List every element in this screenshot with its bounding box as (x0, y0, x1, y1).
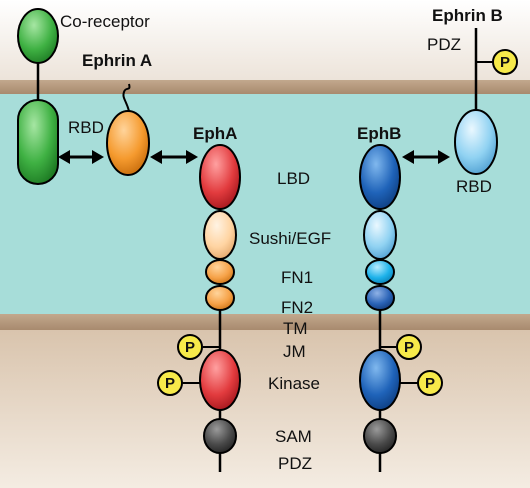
phospho-ephb-kinase: P (417, 370, 443, 396)
ephrin-b-label: Ephrin B (432, 6, 503, 25)
epha-label: EphA (193, 124, 237, 143)
epha-sam (203, 418, 237, 454)
ephrin-a (106, 83, 150, 176)
rbd-left-label: RBD (68, 118, 104, 137)
domain-label-sushi-egf: Sushi/EGF (249, 229, 331, 248)
domain-label-pdz: PDZ (278, 454, 312, 473)
ephrin-a-label: Ephrin A (82, 51, 152, 70)
epha-sushi-egf (203, 210, 237, 260)
rbd-right-label: RBD (456, 177, 492, 196)
domain-label-fn2: FN2 (281, 298, 313, 317)
ephb-receptor (359, 144, 418, 472)
phospho-label: P (165, 375, 175, 392)
ephb-label: EphB (357, 124, 401, 143)
domain-label-fn1: FN1 (281, 268, 313, 287)
upper-cell-region (0, 0, 530, 82)
ephb-sam (363, 418, 397, 454)
phospho-label: P (500, 54, 510, 71)
ephb-sushi-egf (363, 210, 397, 260)
co-receptor-head (17, 8, 59, 64)
epha-kinase (199, 349, 241, 411)
co-receptor (17, 8, 59, 185)
ephb-lbd (359, 144, 401, 210)
arrow-coreceptor-ephrina (58, 150, 104, 164)
co-receptor-label: Co-receptor (60, 12, 150, 31)
ephb-fn2 (365, 285, 395, 311)
domain-label-lbd: LBD (277, 169, 310, 188)
epha-fn1 (205, 259, 235, 285)
epha-fn2 (205, 285, 235, 311)
phospho-epha-kinase: P (157, 370, 183, 396)
ephb-kinase (359, 349, 401, 411)
ephb-fn1 (365, 259, 395, 285)
domain-label-sam: SAM (275, 427, 312, 446)
co-receptor-body (17, 99, 59, 185)
epha-receptor (180, 144, 241, 472)
pdz-top-label: PDZ (427, 35, 461, 54)
domain-label-kinase: Kinase (268, 374, 320, 393)
lower-membrane (0, 314, 530, 330)
phospho-label: P (185, 339, 195, 356)
epha-lbd (199, 144, 241, 210)
arrow-ephrina-epha (150, 150, 198, 164)
domain-label-jm: JM (283, 342, 306, 361)
domain-label-tm: TM (283, 319, 308, 338)
phospho-label: P (404, 339, 414, 356)
phospho-ephrin-b: P (492, 49, 518, 75)
phospho-epha-jm: P (177, 334, 203, 360)
arrow-ephb-ephrinb (402, 150, 450, 164)
cytoplasm-region (0, 330, 530, 488)
phospho-ephb-jm: P (396, 334, 422, 360)
phospho-label: P (425, 375, 435, 392)
ephrin-b-rbd (454, 109, 498, 175)
upper-membrane (0, 80, 530, 94)
ephrin-b (454, 28, 498, 175)
extracellular-space (0, 94, 530, 314)
ephrin-a-rbd (106, 110, 150, 176)
